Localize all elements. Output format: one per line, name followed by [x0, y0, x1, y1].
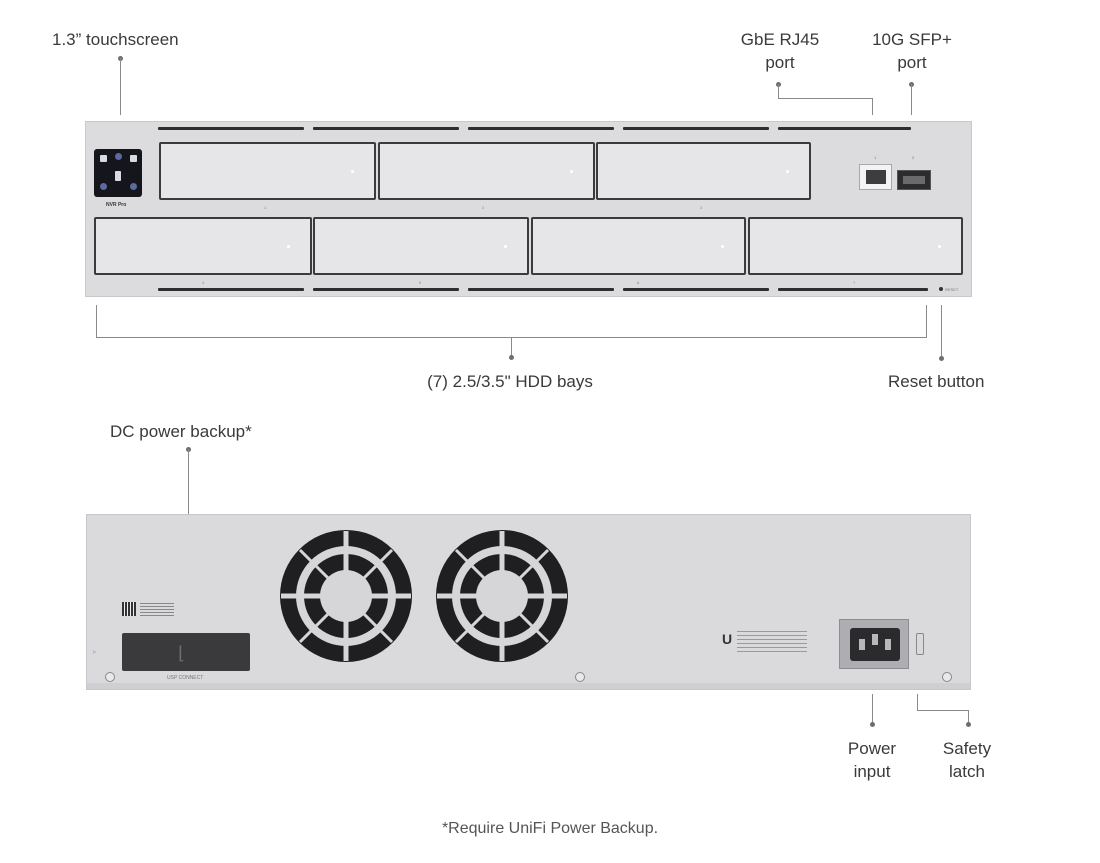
reset-button-label: Reset button	[888, 372, 985, 391]
port-number: 1	[874, 155, 877, 160]
vent-slot	[158, 288, 304, 291]
gbe-port-label: GbE RJ45 port	[730, 28, 830, 74]
bay-number: 7	[853, 280, 856, 285]
callout-line	[872, 98, 873, 115]
safety-latch-label-line2: latch	[949, 762, 985, 781]
callout-line	[778, 84, 779, 99]
model-name: NVR Pro	[106, 202, 127, 208]
regulatory-label	[737, 631, 807, 655]
bracket-line	[96, 305, 97, 338]
vent-slot	[313, 127, 459, 130]
vent-slot	[468, 127, 614, 130]
sfp-port-icon[interactable]	[897, 170, 931, 190]
arrow-icon: ▷	[93, 649, 97, 654]
callout-line	[968, 710, 969, 724]
hdd-bay[interactable]	[596, 142, 811, 200]
dc-backup-port[interactable]: ⌊	[122, 633, 250, 671]
callout-dot	[870, 722, 875, 727]
hdd-bay[interactable]	[531, 217, 746, 275]
hdd-bay[interactable]	[159, 142, 376, 200]
sfp-port-label: 10G SFP+ port	[860, 28, 964, 74]
ubiquiti-logo-icon: U	[722, 631, 733, 647]
vent-slot	[778, 127, 911, 130]
callout-line	[911, 84, 912, 115]
hdd-bay[interactable]	[313, 217, 529, 275]
screw	[942, 672, 952, 682]
vent-slot	[623, 127, 769, 130]
gbe-port-label-line1: GbE RJ45	[740, 30, 820, 49]
front-panel: NVR Pro 1 2 3 4 5 6 7 1 2 RESET	[85, 121, 972, 297]
callout-dot	[509, 355, 514, 360]
usp-connect-text: USP CONNECT	[167, 675, 204, 681]
callout-line	[872, 694, 873, 724]
port-number: 2	[912, 155, 915, 160]
power-input-label: Power input	[832, 737, 912, 783]
safety-latch[interactable]	[916, 633, 924, 655]
callout-line	[120, 58, 121, 115]
sfp-port-label-line2: port	[897, 53, 927, 72]
bay-number: 3	[700, 205, 703, 210]
dc-backup-label: DC power backup*	[110, 422, 252, 441]
vent-slot	[468, 288, 614, 291]
sfp-port-label-line1: 10G SFP+	[872, 30, 952, 49]
bay-number: 1	[264, 205, 267, 210]
hdd-bay[interactable]	[94, 217, 312, 275]
gbe-port-label-line2: port	[765, 53, 795, 72]
screw	[575, 672, 585, 682]
callout-dot	[939, 356, 944, 361]
reset-button[interactable]	[939, 287, 943, 291]
callout-line	[917, 694, 918, 711]
screw	[105, 672, 115, 682]
callout-dot	[966, 722, 971, 727]
fan-icon	[436, 530, 568, 662]
usp-icon: ⌊	[178, 643, 186, 663]
rear-panel: ⌊ USP CONNECT ▷ U	[86, 514, 971, 690]
power-socket-icon[interactable]	[839, 619, 909, 669]
hdd-bay[interactable]	[378, 142, 595, 200]
bay-number: 4	[202, 280, 205, 285]
touchscreen-label: 1.3” touchscreen	[52, 30, 179, 49]
callout-line	[511, 337, 512, 357]
qr-code	[122, 602, 136, 616]
hdd-bay[interactable]	[748, 217, 963, 275]
bay-number: 5	[419, 280, 422, 285]
callout-line	[917, 710, 969, 711]
touchscreen-icon[interactable]	[94, 149, 142, 197]
ethernet-port-icon[interactable]	[859, 164, 892, 190]
bracket-line	[926, 305, 927, 338]
callout-line	[778, 98, 873, 99]
label-sticker	[140, 603, 174, 617]
bay-number: 2	[482, 205, 485, 210]
callout-line	[941, 305, 942, 358]
hdd-bays-label: (7) 2.5/3.5" HDD bays	[427, 372, 593, 391]
vent-slot	[778, 288, 928, 291]
vent-slot	[623, 288, 769, 291]
fan-icon	[280, 530, 412, 662]
panel-lip	[87, 683, 970, 689]
power-input-label-line1: Power	[847, 739, 897, 758]
vent-slot	[158, 127, 304, 130]
safety-latch-label-line1: Safety	[942, 739, 992, 758]
vent-slot	[313, 288, 459, 291]
power-input-label-line2: input	[853, 762, 891, 781]
footnote: *Require UniFi Power Backup.	[441, 820, 659, 837]
bay-number: 6	[637, 280, 640, 285]
safety-latch-label: Safety latch	[927, 737, 1007, 783]
reset-text: RESET	[945, 287, 959, 292]
